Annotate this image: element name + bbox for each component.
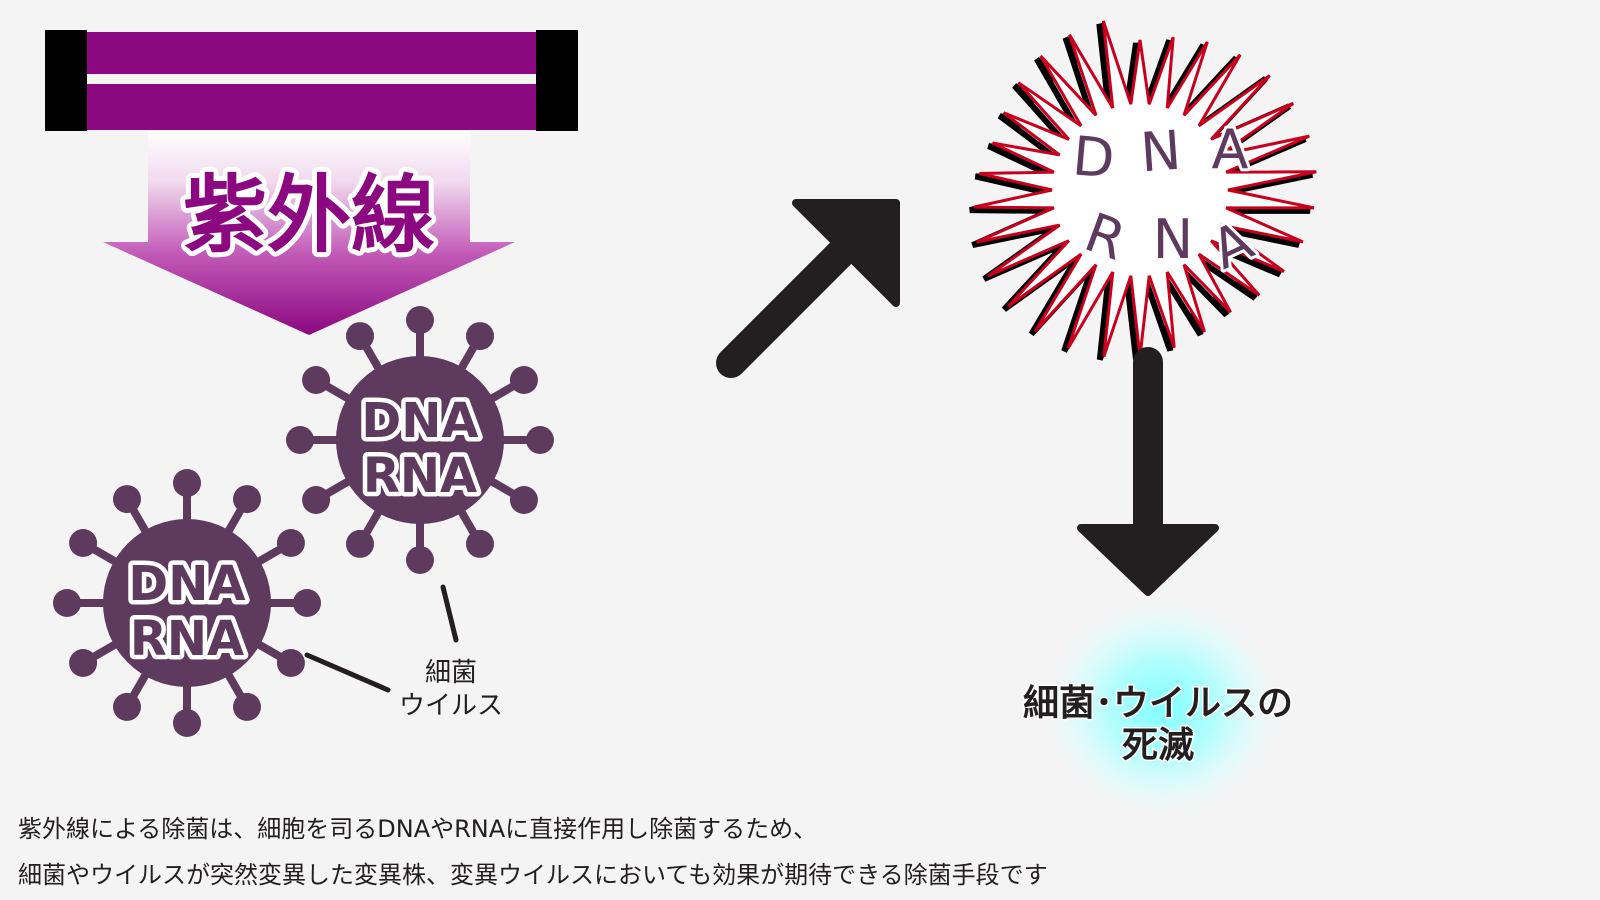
virus-back-rna: RNA: [363, 448, 477, 504]
result-label-line2: 死滅: [1122, 725, 1194, 766]
virus-front-dna: DNA: [128, 556, 245, 612]
burst-letter-d: D: [1070, 124, 1117, 190]
leader-line-back: [440, 584, 459, 643]
caption: 紫外線による除菌は、細胞を司るDNAやRNAに直接作用し除菌するため、 細菌やウ…: [18, 806, 1578, 898]
virus-back-dna: DNA: [361, 393, 478, 449]
burst-letter-n2: N: [1153, 208, 1193, 271]
virus-icon: [286, 306, 554, 574]
pathogen-label-line2: ウイルス: [399, 691, 503, 721]
pathogen-label-line1: 細菌: [425, 658, 477, 688]
leader-line-front: [304, 652, 391, 693]
arrow-up-right-icon: [716, 199, 900, 378]
caption-line-1: 紫外線による除菌は、細胞を司るDNAやRNAに直接作用し除菌するため、: [18, 815, 818, 843]
uv-label: 紫外線: [183, 166, 435, 264]
burst-letter-a1: A: [1212, 118, 1249, 181]
burst-letter-n1: N: [1138, 119, 1183, 185]
result-label-line1: 細菌･ウイルスの: [1023, 683, 1293, 724]
arrow-down-icon: [1077, 347, 1219, 596]
uv-lamp-icon: [45, 30, 578, 131]
glow: [1041, 596, 1285, 820]
virus-icon: [53, 469, 321, 737]
virus-front-rna: RNA: [130, 611, 244, 667]
caption-line-2: 細菌やウイルスが突然変異した変異株、変異ウイルスにおいても効果が期待できる除菌手…: [18, 861, 1048, 889]
burst-icon: [969, 20, 1317, 361]
uv-arrow: [103, 131, 515, 335]
